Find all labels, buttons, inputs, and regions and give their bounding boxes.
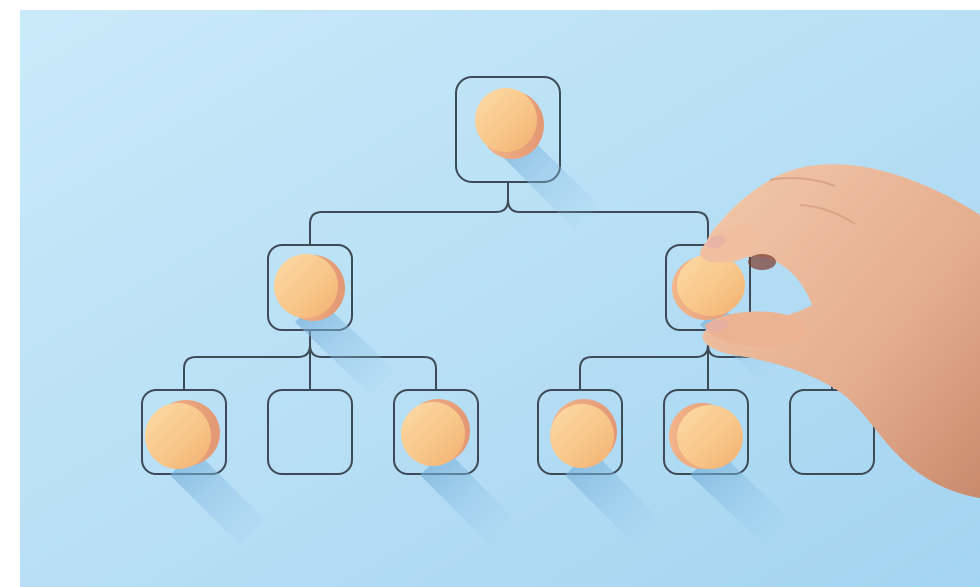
disc-root (475, 88, 544, 159)
photo-border-top (0, 0, 980, 10)
hand-knuckle-shading (769, 177, 836, 187)
disc-leaf-4 (550, 399, 617, 468)
hand-thumb (705, 311, 807, 347)
disc-leaf-1 (145, 400, 220, 469)
disc-level2-right-held (672, 254, 745, 320)
node-frame-leaf-6 (789, 389, 875, 475)
disc-leaf-5 (669, 403, 743, 469)
disc-leaf-3 (401, 399, 470, 466)
hand-thumbnail (706, 319, 728, 333)
hand-index-finger (700, 223, 761, 263)
connector-lines (183, 182, 833, 390)
hand-finger-shadow (748, 254, 776, 270)
hand-palm (702, 164, 980, 498)
hand (700, 164, 980, 498)
disc-level2-left (274, 254, 345, 321)
node-frame-leaf-2 (267, 389, 353, 475)
hand-fingernail (706, 235, 726, 249)
node-frame-root (455, 76, 561, 183)
photo-border-left (0, 0, 20, 587)
